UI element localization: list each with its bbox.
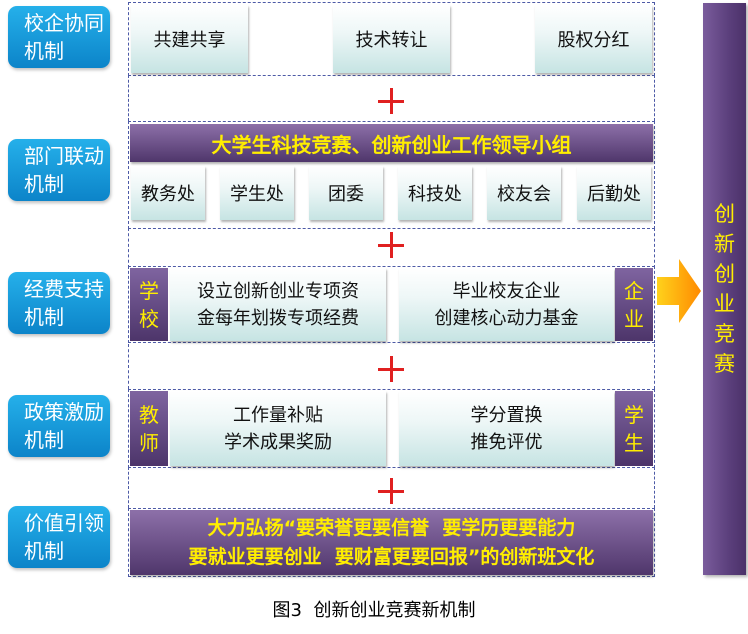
leading-group-header: 大学生科技竞赛、创新创业工作领导小组 xyxy=(130,124,653,162)
innovation-competition-bar: 创 新 创 业 竞 赛 xyxy=(703,3,746,575)
mechanism-label-line1: 经费支持 xyxy=(24,277,104,301)
figure-caption: 图3 创新创业竞赛新机制 xyxy=(272,600,476,621)
teacher-incentive-line: 学术成果奖励 xyxy=(224,431,332,453)
dashed-connector xyxy=(128,467,655,508)
result-char: 创 xyxy=(714,262,735,286)
culture-line: 大力弘扬“要荣誉更要信誉 要学历更要能力 xyxy=(207,516,576,539)
school-tag-char: 校 xyxy=(139,306,159,331)
mechanism-label-line2: 机制 xyxy=(24,428,64,452)
culture-line: 要就业更要创业 要财富更要回报”的创新班文化 xyxy=(188,545,595,568)
teacher-incentive-item: 工作量补贴 学术成果奖励 xyxy=(170,391,386,466)
dept-logistics: 后勤处 xyxy=(577,166,651,220)
student-incentive-line: 学分置换 xyxy=(470,404,543,426)
result-char: 创 xyxy=(714,202,735,226)
mechanism-label-line1: 校企协同 xyxy=(24,11,104,35)
teacher-tag: 教 师 xyxy=(130,391,168,466)
dashed-connector xyxy=(128,344,655,389)
mechanism-label-line1: 政策激励 xyxy=(24,400,104,424)
school-fund-item: 设立创新创业专项资 金每年划拨专项经费 xyxy=(170,268,386,341)
result-char: 竞 xyxy=(714,322,735,346)
enterprise-fund-line: 创建核心动力基金 xyxy=(434,307,579,329)
mechanism-department: 部门联动 机制 xyxy=(8,139,110,201)
student-incentive-line: 推免评优 xyxy=(470,431,543,453)
mechanism-label-line1: 价值引领 xyxy=(24,511,104,535)
dashed-connector xyxy=(128,75,655,121)
row-school-enterprise xyxy=(128,2,655,76)
result-char: 新 xyxy=(714,232,735,256)
mechanism-label-line1: 部门联动 xyxy=(24,144,104,168)
row-department xyxy=(128,121,655,229)
mechanism-school-enterprise: 校企协同 机制 xyxy=(8,6,110,68)
dashed-connector xyxy=(128,228,655,268)
dept-alumni: 校友会 xyxy=(487,166,561,220)
mechanism-label-line2: 机制 xyxy=(24,539,64,563)
student-tag-char: 学 xyxy=(624,402,644,427)
school-fund-line: 设立创新创业专项资 xyxy=(197,280,359,302)
teacher-tag-char: 教 xyxy=(139,402,159,427)
row-policy xyxy=(128,389,655,468)
enterprise-fund-line: 毕业校友企业 xyxy=(452,280,561,302)
dept-academic-affairs: 教务处 xyxy=(131,166,205,220)
enterprise-fund-item: 毕业校友企业 创建核心动力基金 xyxy=(399,268,614,341)
result-char: 业 xyxy=(714,292,735,316)
innovation-culture-banner: 大力弘扬“要荣誉更要信誉 要学历更要能力 要就业更要创业 要财富更要回报”的创新… xyxy=(130,510,653,575)
plus-icon xyxy=(378,356,404,382)
school-tag-char: 学 xyxy=(139,278,159,303)
plus-icon xyxy=(378,478,404,504)
arrow-right-icon xyxy=(657,259,701,323)
mechanism-funding: 经费支持 机制 xyxy=(8,272,110,334)
dept-science-tech: 科技处 xyxy=(398,166,472,220)
mechanism-label-line2: 机制 xyxy=(24,39,64,63)
row-value xyxy=(128,508,655,577)
item-equity-dividend: 股权分红 xyxy=(535,5,652,73)
item-co-build: 共建共享 xyxy=(131,5,248,73)
item-tech-transfer: 技术转让 xyxy=(333,5,450,73)
dept-youth-league: 团委 xyxy=(309,166,383,220)
school-tag: 学 校 xyxy=(130,268,168,341)
student-tag-char: 生 xyxy=(624,430,644,455)
mechanism-label-line2: 机制 xyxy=(24,172,64,196)
enterprise-tag-char: 业 xyxy=(624,306,644,331)
plus-icon xyxy=(378,88,404,114)
mechanism-value: 价值引领 机制 xyxy=(8,506,110,568)
plus-icon xyxy=(378,232,404,258)
student-incentive-item: 学分置换 推免评优 xyxy=(399,391,614,466)
teacher-tag-char: 师 xyxy=(139,430,159,455)
enterprise-tag: 企 业 xyxy=(615,268,653,341)
teacher-incentive-line: 工作量补贴 xyxy=(233,404,323,426)
student-tag: 学 生 xyxy=(615,391,653,466)
enterprise-tag-char: 企 xyxy=(624,278,644,303)
mechanism-label-line2: 机制 xyxy=(24,305,64,329)
school-fund-line: 金每年划拨专项经费 xyxy=(197,307,359,329)
dept-student-affairs: 学生处 xyxy=(220,166,294,220)
row-funding xyxy=(128,266,655,343)
mechanism-policy: 政策激励 机制 xyxy=(8,395,110,457)
result-char: 赛 xyxy=(714,352,735,376)
